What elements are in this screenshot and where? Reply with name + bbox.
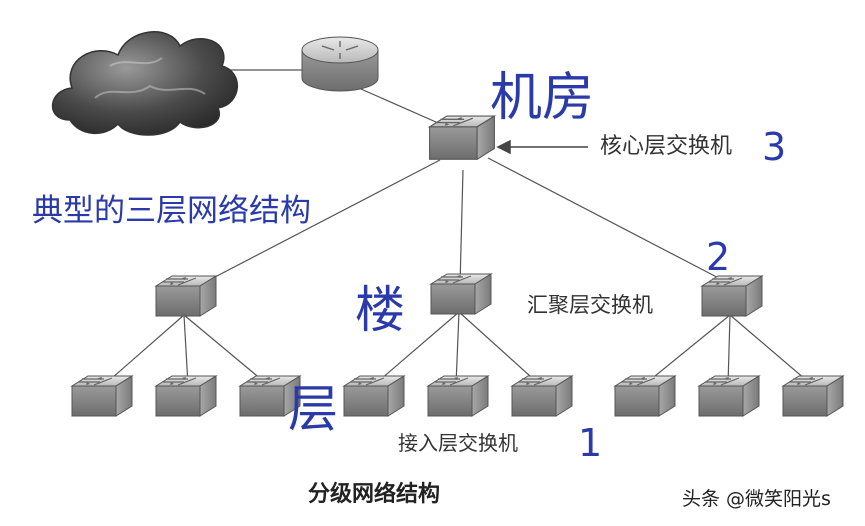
agg-switch-left-icon: [155, 275, 217, 317]
access-layer-number: 1: [578, 421, 603, 465]
link-agg-right-a1: [643, 314, 731, 386]
link-core-agg-right: [487, 157, 733, 286]
agg-switch-mid-icon: [430, 273, 492, 315]
cloud-icon: [51, 31, 239, 136]
link-agg-right-a3: [729, 314, 813, 386]
aggregation-layer-number: 2: [706, 235, 731, 279]
access-switch-icon: [343, 375, 405, 417]
access-switch-icon: [155, 375, 217, 417]
access-switch-icon: [427, 375, 489, 417]
link-router-core: [344, 81, 446, 127]
access-switch-icon: [614, 375, 676, 417]
link-core-agg-left: [189, 159, 441, 291]
router-icon: [301, 36, 379, 92]
connections: [103, 69, 813, 386]
access-switch-icon: [511, 375, 573, 417]
link-agg-mid-a3: [458, 311, 541, 386]
link-agg-mid-a1: [373, 311, 460, 386]
diagram-caption: 分级网络结构: [308, 481, 441, 507]
access-switch-icon: [782, 375, 844, 417]
core-arrow: [496, 139, 588, 155]
link-agg-left-a3: [183, 314, 269, 386]
agg-switch-right-icon: [701, 275, 763, 317]
floor-label-lou: 楼: [355, 281, 405, 339]
watermark: 头条 @微笑阳光s: [682, 488, 831, 510]
link-agg-left-a2: [183, 314, 189, 386]
core-layer-number: 3: [762, 125, 787, 169]
link-agg-right-a2: [727, 314, 731, 386]
access-switch-icon: [71, 375, 133, 417]
floor-label-ceng: 层: [288, 380, 338, 438]
link-agg-left-a1: [103, 314, 185, 386]
core-layer-label: 核心层交换机: [600, 134, 733, 159]
diagram-title: 典型的三层网络结构: [32, 193, 311, 229]
aggregation-layer-label: 汇聚层交换机: [527, 293, 653, 317]
link-core-agg-mid: [459, 169, 464, 286]
core-switch-icon: [428, 115, 496, 160]
access-switch-icon: [698, 375, 760, 417]
access-layer-label: 接入层交换机: [398, 431, 518, 455]
machine-room-label: 机房: [490, 68, 595, 128]
link-agg-mid-a2: [455, 311, 460, 386]
